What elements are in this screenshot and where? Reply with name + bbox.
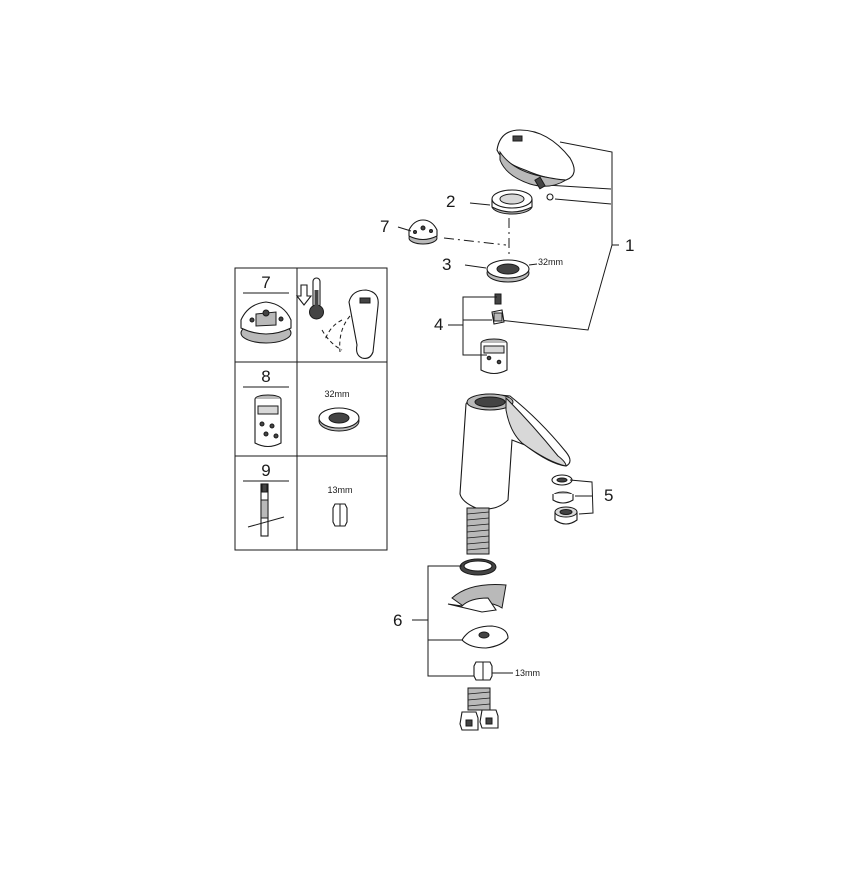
callout-number: 1 xyxy=(625,236,634,255)
faucet-body-part xyxy=(459,393,571,510)
cartridge-part xyxy=(254,394,282,448)
callout-number: 2 xyxy=(446,192,455,211)
table-row-number: 7 xyxy=(261,273,270,292)
table-dimension-label: 32mm xyxy=(324,389,349,399)
hose-ends-part xyxy=(459,687,499,731)
temperature-limiter-part xyxy=(240,301,292,344)
hex-13mm-part xyxy=(332,503,348,527)
callout-1-leader xyxy=(498,141,619,331)
arrow-down-icon xyxy=(295,284,313,306)
lever-handle-part xyxy=(496,129,575,187)
callout-number: 4 xyxy=(434,315,443,334)
table-dimension-label: 13mm xyxy=(327,485,352,495)
lever-illustration xyxy=(321,289,379,359)
callout-number: 5 xyxy=(604,486,613,505)
table-row-number: 8 xyxy=(261,367,270,386)
t-wrench-part xyxy=(247,483,285,537)
nut-part xyxy=(486,259,530,283)
dimension-label: 13mm xyxy=(515,668,540,678)
cartridge-part xyxy=(480,338,508,375)
limiter-disc-part xyxy=(408,219,438,245)
callout-number: 7 xyxy=(380,217,389,236)
dimension-label: 32mm xyxy=(538,257,563,267)
table-row-number: 9 xyxy=(261,461,270,480)
callout-number: 6 xyxy=(393,611,402,630)
callout-number: 3 xyxy=(442,255,451,274)
nut-32mm-part xyxy=(318,407,360,432)
mounting-set-part xyxy=(447,558,509,681)
accessory-table: 7 8 9 32mm 13mm xyxy=(234,267,388,551)
cartridge-screw-part xyxy=(491,293,505,325)
cap-part xyxy=(491,189,533,215)
flex-hose-part xyxy=(466,507,490,555)
thermometer-icon xyxy=(309,277,324,320)
aerator-part xyxy=(551,474,578,525)
grub-screw-part xyxy=(534,176,554,201)
